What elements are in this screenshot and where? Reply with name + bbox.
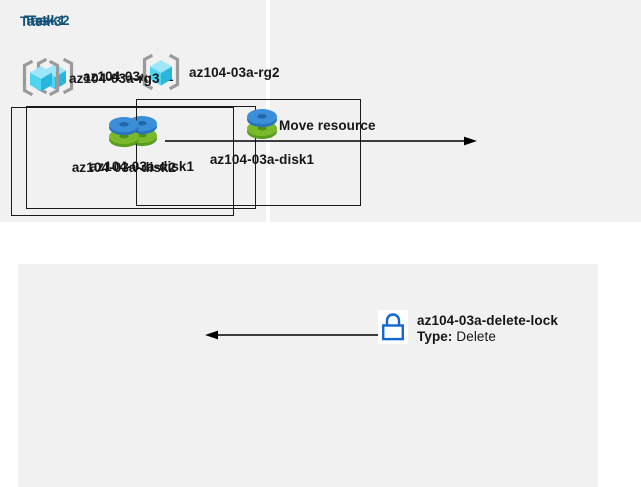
managed-disk-icon [239,105,285,149]
task-panel-task2 [270,0,641,222]
task-title-task2: Task 2 [28,13,70,28]
resource-box-task2 [136,99,361,206]
resource-box-task1 [26,106,256,209]
resource-group-label-task2: az104-03a-rg2 [189,64,280,80]
task-title-task1: Task 1 [24,13,66,28]
resource-group-cube-icon [20,58,62,98]
lock-icon [378,310,408,344]
resource-group-label-task3: az104-03a-rg3 [69,70,160,86]
resource-label-task2: az104-03a-disk1 [209,152,315,167]
connector-arrow-delete-lock [205,330,383,340]
task-panel-task1 [0,0,266,222]
resource-label-task1: az104-03a-disk1 [89,159,195,174]
resource-group-task3: az104-03a-rg3 [20,58,160,98]
delete-lock-type-line: Type: Delete [417,329,558,344]
resource-label-task3: az104-03a-disk2 [71,160,177,175]
task-panel-task3 [18,264,598,487]
delete-lock-type-key: Type: [417,329,457,344]
task-title-task3: Task 3 [20,14,62,29]
delete-lock-name: az104-03a-delete-lock [417,313,558,328]
resource-task3: az104-03a-disk2 [62,113,186,175]
resource-group-task2: az104-03a-rg2 [140,52,280,92]
delete-lock-block: az104-03a-delete-lock Type: Delete [378,310,558,344]
resource-group-cube-icon [140,52,182,92]
connector-label-move-resource: Move resource [279,118,376,133]
resource-task2: az104-03a-disk1 [200,105,324,167]
managed-disk-icon [101,113,147,157]
delete-lock-type-value: Delete [456,329,496,344]
connector-arrow-move-resource [165,136,477,146]
delete-lock-texts: az104-03a-delete-lock Type: Delete [417,310,558,344]
resource-box-task3 [11,107,234,216]
